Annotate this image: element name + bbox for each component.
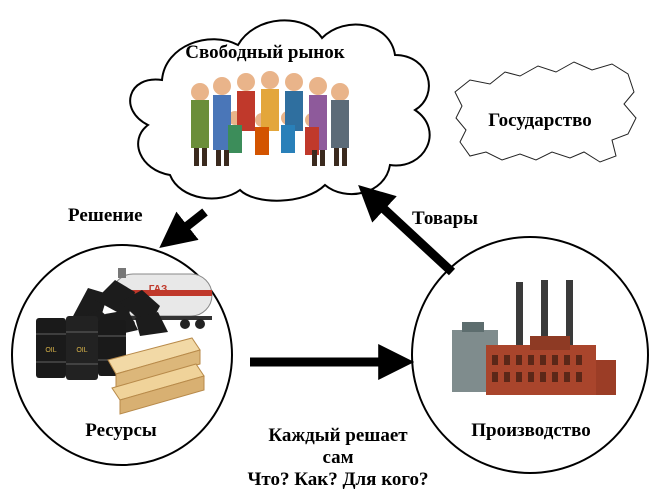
center-caption-line-1: Каждый решает [268, 425, 408, 446]
center-caption-line-2: сам [322, 447, 354, 468]
oil-barrels-icon: OIL OIL [36, 316, 126, 380]
center-caption-line-3: Что? Как? Для кого? [247, 469, 429, 490]
factory-icon [452, 280, 616, 395]
center-caption: Каждый решает сам Что? Как? Для кого? [228, 425, 448, 491]
arrow-decision [159, 208, 208, 249]
state-label: Государство [488, 110, 592, 131]
decision-label: Решение [68, 205, 143, 226]
resources-label: Ресурсы [85, 420, 157, 441]
barrel-label-2: OIL [76, 347, 87, 354]
goods-label: Товары [412, 208, 479, 229]
lumber-icon [107, 337, 205, 415]
russia-map-icon [454, 61, 637, 163]
production-label: Производство [471, 420, 591, 441]
gas-tank-label: ГАЗ [149, 284, 168, 295]
market-label: Свободный рынок [185, 42, 345, 63]
crowd-icon [191, 71, 349, 166]
barrel-label-1: OIL [45, 347, 56, 354]
arrow-goods [358, 184, 456, 276]
